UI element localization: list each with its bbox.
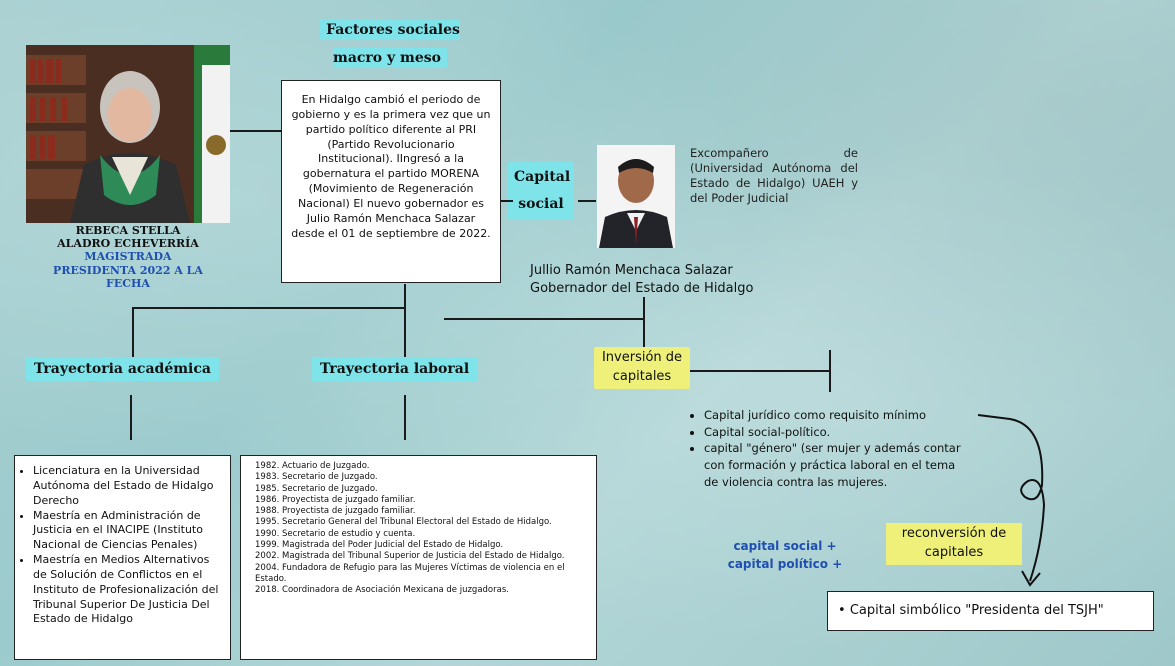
capital-sum-2: capital político + <box>727 557 843 571</box>
capital-list: Capital jurídico como requisito mínimo C… <box>690 407 970 490</box>
list-item: 1990. Secretario de estudio y cuenta. <box>255 528 416 539</box>
capital-sum-1: capital social + <box>733 539 837 553</box>
factores-box: En Hidalgo cambió el periodo de gobierno… <box>281 80 501 283</box>
connector-photo-box <box>230 130 282 132</box>
inversion-label: Inversión de capitales <box>594 347 690 389</box>
list-item: 1986. Proyectista de juzgado familiar. <box>255 494 416 505</box>
connector-julio-drop <box>643 297 645 349</box>
tree-vertical-main <box>404 284 406 308</box>
simbolico-text: Capital simbólico "Presidenta del TSJH" <box>849 603 1104 618</box>
excompanero-text: Excompañero de (Universidad Autónoma del… <box>690 146 858 205</box>
tree-horizontal <box>132 307 406 309</box>
connector-julio-inversion <box>444 318 644 320</box>
laboral-drop <box>404 395 406 440</box>
list-item: 2004. Fundadora de Refugio para las Muje… <box>255 562 565 584</box>
julio-name: Jullio Ramón Menchaca Salazar <box>530 263 733 278</box>
list-item: 2002. Magistrada del Tribunal Superior d… <box>255 551 565 562</box>
list-item: 1988. Proyectista de juzgado familiar. <box>255 506 416 517</box>
tree-left-drop <box>132 307 134 360</box>
list-item: 1995. Secretario General del Tribunal El… <box>255 517 552 528</box>
tree-right-drop <box>404 307 406 360</box>
list-item: capital "género" (ser mujer y además con… <box>704 440 970 490</box>
reconversion-label: reconversión de capitales <box>886 523 1022 565</box>
list-item: 1983. Secretario de Juzgado. <box>255 472 378 483</box>
julio-photo <box>597 145 675 248</box>
connector-box-capital-social <box>501 200 513 202</box>
simbolico-bullet: • <box>838 603 846 618</box>
academic-list: Licenciatura en la Universidad Autónoma … <box>21 464 224 627</box>
list-item: 2018. Coordinadora de Asociación Mexican… <box>255 585 509 596</box>
list-item: 1985. Secretario de Juzgado. <box>255 483 378 494</box>
julio-role: Gobernador del Estado de Hidalgo <box>530 280 754 296</box>
capital-social-label: Capital social <box>508 162 574 220</box>
list-item: Capital social-político. <box>704 424 970 441</box>
list-item: Maestría en Medios Alternativos de Soluc… <box>33 553 224 627</box>
list-item: Licenciatura en la Universidad Autónoma … <box>33 464 224 509</box>
list-item: Maestría en Administración de Justicia e… <box>33 509 224 554</box>
factores-text: En Hidalgo cambió el periodo de gobierno… <box>291 93 491 240</box>
rebeca-photo <box>26 45 230 223</box>
list-item: 1999. Magistrada del Poder Judicial del … <box>255 540 504 551</box>
list-item: Capital jurídico como requisito mínimo <box>704 407 970 424</box>
factores-title: Factores sociales macro y meso <box>320 20 460 68</box>
trayectoria-academica-label: Trayectoria académica <box>26 357 219 381</box>
inversion-right-line <box>690 370 830 372</box>
academica-drop <box>130 395 132 440</box>
simbolico-box: • Capital simbólico "Presidenta del TSJH… <box>827 591 1154 631</box>
loop-arrow <box>977 414 1046 587</box>
trayectoria-laboral-label: Trayectoria laboral <box>312 357 478 381</box>
connector-capital-social-photo <box>578 200 596 202</box>
rebeca-name: REBECA STELLA ALADRO ECHEVERRÍA <box>57 224 199 251</box>
labor-box: 1982. Actuario de Juzgado. 1983. Secreta… <box>240 455 597 660</box>
academic-box: Licenciatura en la Universidad Autónoma … <box>14 455 231 660</box>
inversion-bar <box>829 350 831 392</box>
rebeca-role: MAGISTRADA PRESIDENTA 2022 A LA FECHA <box>53 250 203 290</box>
list-item: 1982. Actuario de Juzgado. <box>255 461 370 471</box>
